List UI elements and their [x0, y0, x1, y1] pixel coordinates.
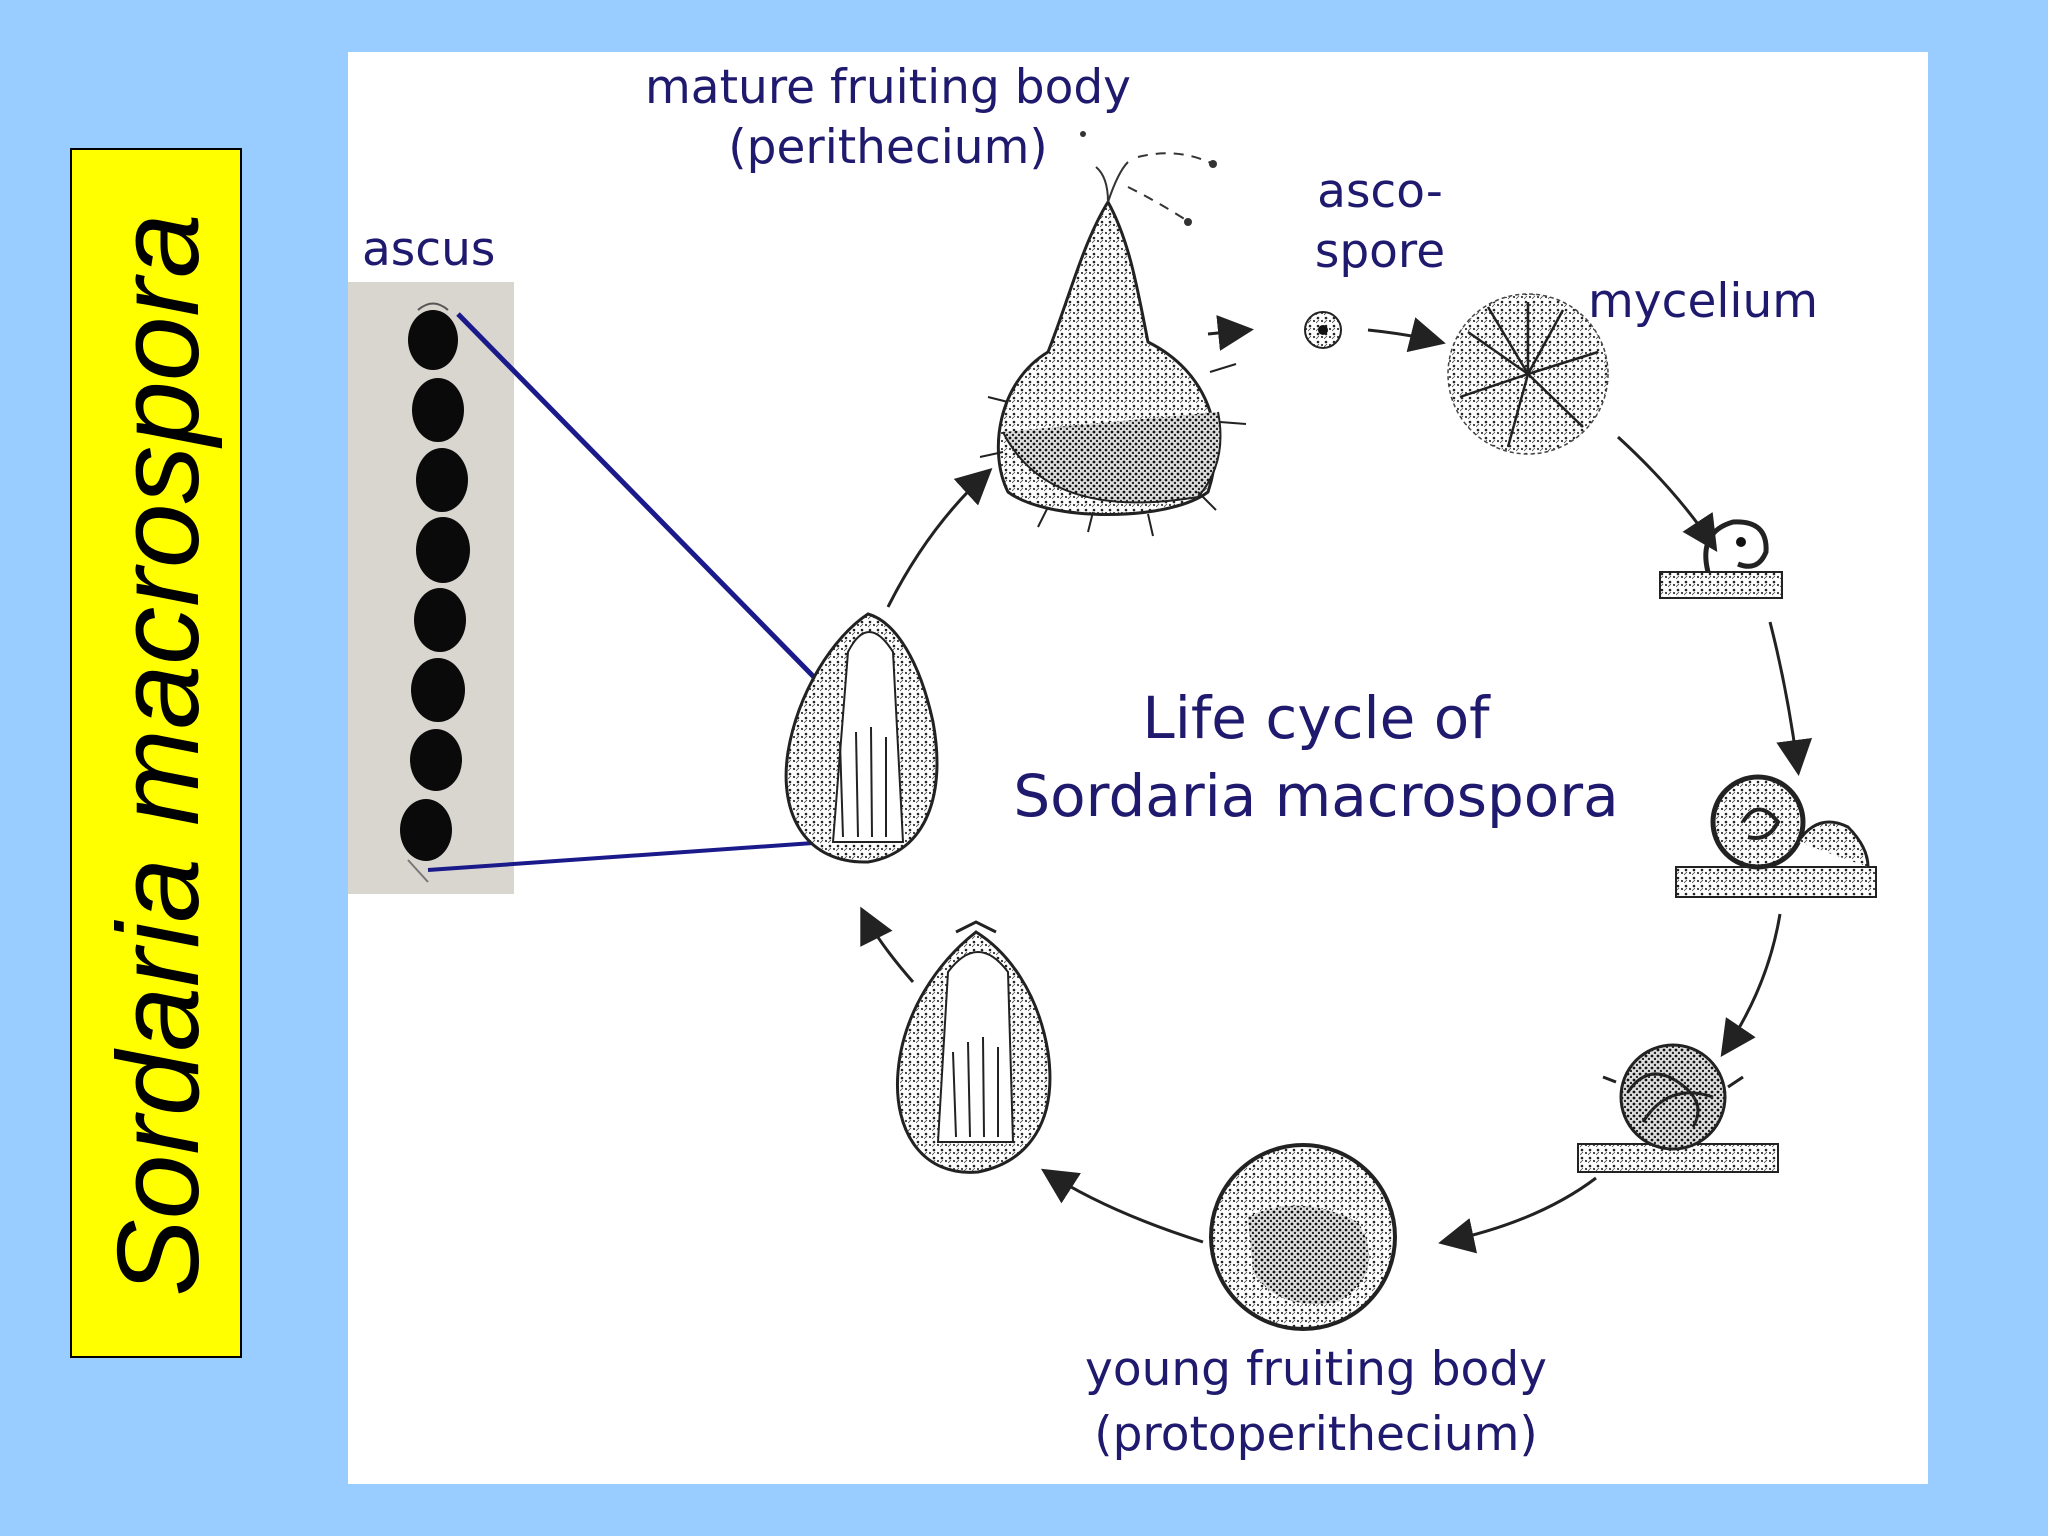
mycelium-drawing	[1447, 293, 1609, 455]
ascospore-label-line1: asco-	[1317, 164, 1443, 219]
mycelium-label: mycelium	[1588, 274, 1819, 329]
perithecium-mature-drawing	[979, 131, 1247, 537]
protoperithecium-drawing	[1209, 1143, 1397, 1331]
side-title-box: Sordaria macrospora	[70, 148, 242, 1358]
diagram-title-line1: Life cycle of	[1142, 684, 1490, 752]
ascus-spores	[400, 302, 470, 883]
protoperithecium-label: (protoperithecium)	[1094, 1407, 1538, 1462]
ascospore-label-line2: spore	[1314, 224, 1446, 279]
mature-fruiting-body-label: mature fruiting body	[645, 60, 1131, 115]
ascospore-drawing	[1304, 311, 1342, 349]
young-fruiting-body-label: young fruiting body	[1085, 1342, 1547, 1397]
life-cycle-diagram	[400, 131, 1877, 1331]
side-title: Sordaria macrospora	[93, 213, 223, 1297]
ascus-label: ascus	[362, 222, 496, 277]
ascogonium-coil-drawing	[1659, 519, 1783, 599]
life-cycle-panel: ascus mature fruiting body (perithecium)…	[348, 52, 1928, 1484]
ascus-pointer-line-top	[456, 312, 860, 724]
diagram-title-line2: Sordaria macrospora	[1013, 762, 1619, 830]
cycle-arrows	[860, 315, 1813, 1254]
perithecium-label: (perithecium)	[728, 120, 1048, 175]
developing-perithecium-drawing	[895, 920, 1052, 1174]
ascogonium-hypha-drawing	[1675, 774, 1877, 898]
perithecium-with-asci-drawing	[784, 612, 939, 864]
hyphal-tangle-drawing	[1577, 1043, 1779, 1173]
ascus-pointer-line-bottom	[427, 838, 857, 872]
